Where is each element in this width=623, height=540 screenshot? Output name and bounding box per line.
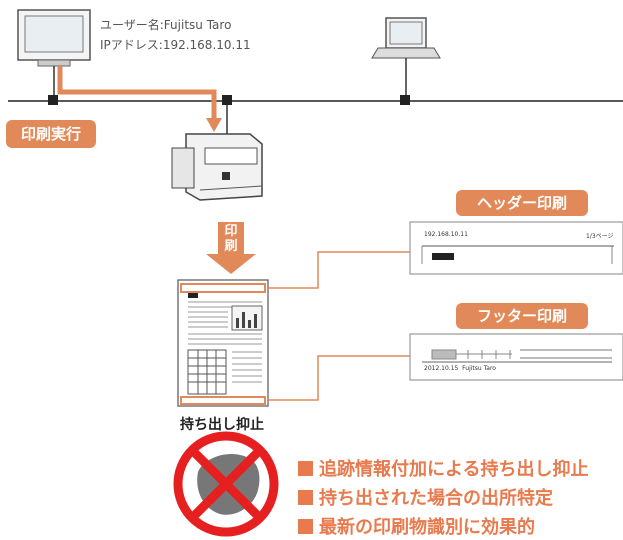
footer-sample-date-user: 2012.10.15 Fujitsu Taro [424, 365, 496, 372]
desktop-pc-icon [17, 9, 91, 95]
print-execute-label: 印刷実行 [6, 120, 96, 148]
network-node [222, 95, 232, 105]
prohibition-sign-icon [173, 431, 279, 537]
printed-document-icon [177, 279, 269, 407]
takeout-prevention-label: 持ち出し抑止 [180, 417, 264, 433]
header-sample-page: 1/3ページ [586, 233, 614, 240]
header-print-label: ヘッダー印刷 [456, 190, 588, 216]
footer-sample-box [409, 333, 623, 381]
bullet-item: 持ち出された場合の出所特定 [298, 484, 553, 510]
print-path-arrowhead [206, 118, 222, 132]
user-ip-line: IPアドレス:192.168.10.11 [100, 38, 251, 52]
print-arrow [206, 222, 256, 274]
bullet-item: 追跡情報付加による持ち出し抑止 [298, 455, 588, 481]
network-node [400, 95, 410, 105]
header-sample-box [409, 221, 623, 275]
header-connector [268, 251, 410, 289]
doc-header-highlight [180, 283, 266, 293]
bullet-square-icon [298, 490, 313, 505]
print-arrow-label: 印 刷 [224, 224, 238, 254]
header-sample-ip: 192.168.10.11 [424, 231, 468, 238]
user-name-line: ユーザー名:Fujitsu Taro [100, 18, 232, 32]
footer-connector [268, 355, 410, 401]
print-path [57, 66, 217, 120]
printer-icon [171, 133, 263, 201]
bullet-square-icon [298, 519, 313, 534]
bullet-square-icon [298, 461, 313, 476]
footer-print-label: フッター印刷 [456, 303, 588, 329]
laptop-icon [371, 17, 441, 95]
network-node [48, 95, 58, 105]
doc-footer-highlight [180, 396, 266, 405]
bullet-item: 最新の印刷物識別に効果的 [298, 513, 535, 539]
